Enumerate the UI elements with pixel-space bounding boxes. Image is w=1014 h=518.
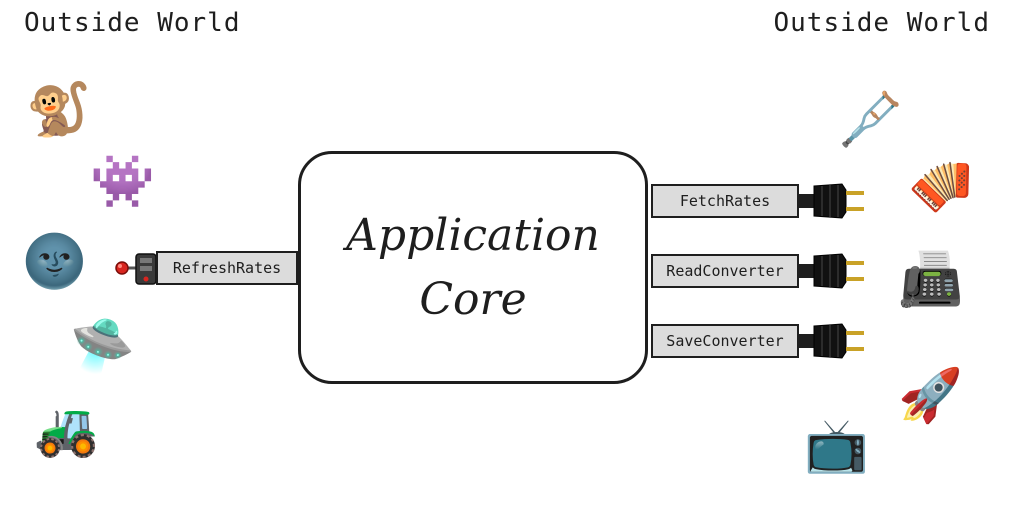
port-refreshrates: RefreshRates xyxy=(156,251,298,285)
accordion-icon: 🪗 xyxy=(908,156,973,216)
tractor-icon: 🚜 xyxy=(34,400,99,460)
left-outside-world-label: Outside World xyxy=(24,8,241,38)
television-icon: 📺 xyxy=(804,416,869,476)
core-title-line2: Core xyxy=(419,273,527,325)
new-moon-face-icon: 🌚 xyxy=(22,232,87,292)
port-readconverter: ReadConverter xyxy=(651,254,799,288)
power-plug-icon xyxy=(798,180,868,222)
power-plug-icon xyxy=(798,320,868,362)
joystick-icon xyxy=(112,250,160,290)
port-fetchrates: FetchRates xyxy=(651,184,799,218)
monkey-icon: 🐒 xyxy=(26,80,91,140)
right-outside-world-label: Outside World xyxy=(773,8,990,38)
port-saveconverter: SaveConverter xyxy=(651,324,799,358)
rocket-icon: 🚀 xyxy=(898,366,963,426)
fax-machine-icon: 📠 xyxy=(898,250,963,310)
core-title-line1: Application xyxy=(346,209,600,261)
flying-saucer-icon: 🛸 xyxy=(70,316,135,376)
power-plug-icon xyxy=(798,250,868,292)
space-invader-icon: 👾 xyxy=(90,152,155,212)
application-core: Application Core xyxy=(298,151,648,384)
crutch-icon: 🩼 xyxy=(838,90,903,150)
